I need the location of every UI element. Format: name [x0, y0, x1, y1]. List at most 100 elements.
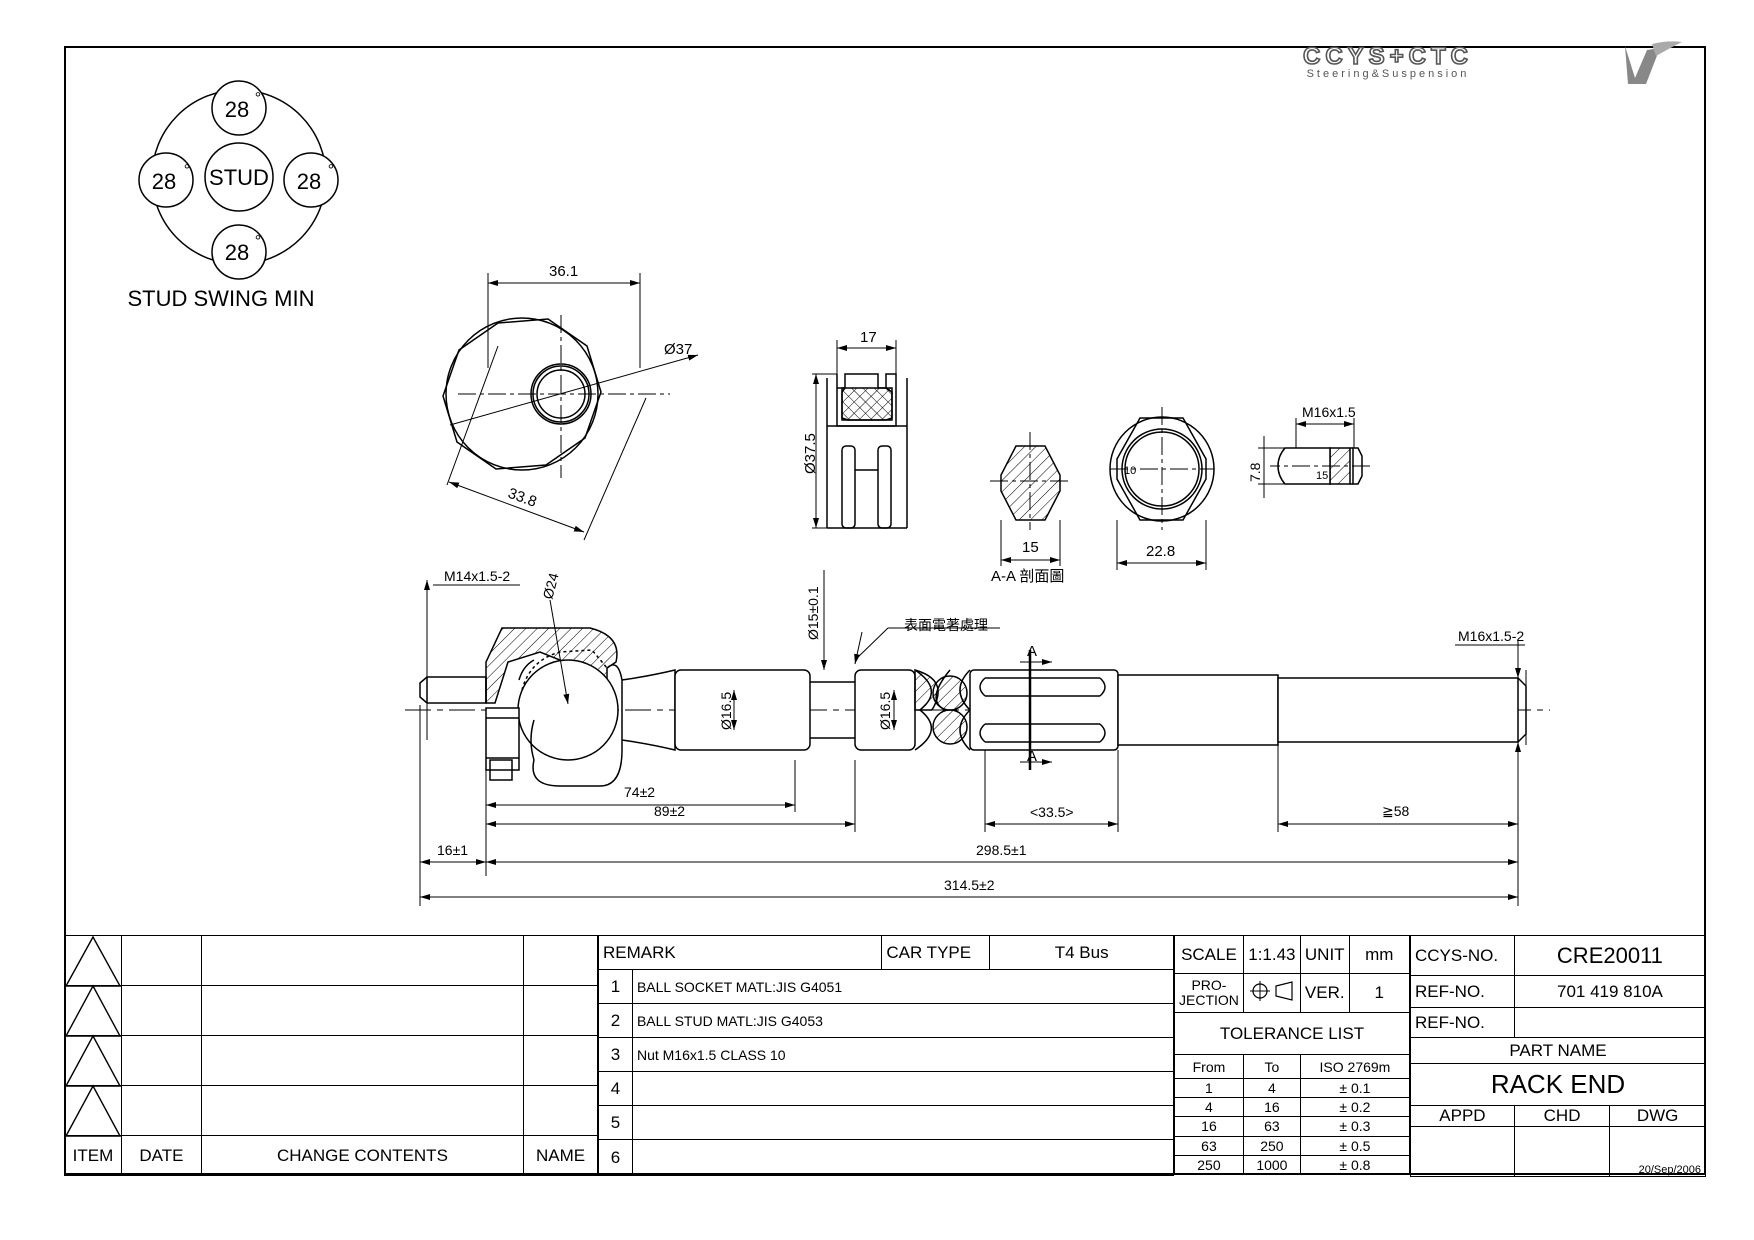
unit-value: mm [1348, 934, 1411, 975]
info-table: CCYS-NO. CRE20011 REF-NO. 701 419 810A R… [1410, 935, 1707, 1177]
rev-header-name: NAME [523, 1135, 598, 1176]
projection-label: PRO- JECTION [1174, 973, 1244, 1013]
dim-16: 16±1 [437, 842, 468, 858]
ccys-no-value: CRE20011 [1513, 935, 1707, 976]
ref-no-2-value [1513, 1007, 1707, 1038]
swing-labels: STUD 28 28 28 28 ° ° ° ° STUD SWING MIN [128, 90, 335, 311]
surface-note: 表面電著處理 [904, 617, 988, 633]
third-angle-projection-icon [1249, 980, 1293, 1001]
tol-header-to: To [1242, 1054, 1301, 1079]
dim-36-1: 36.1 [549, 263, 578, 280]
remark-num: 3 [598, 1037, 633, 1072]
tolerance-label: TOLERANCE LIST [1174, 1011, 1410, 1056]
seal-section-view [812, 340, 908, 529]
dim-15-small: 15 [1316, 470, 1328, 482]
drawing-date: 20/Sep/2006 [1609, 1126, 1706, 1177]
tol-from: 250 [1174, 1154, 1244, 1176]
remark-header: REMARK [597, 935, 883, 970]
logo-swoosh-icon [1652, 41, 1682, 56]
dim-33-8: 33.8 [506, 485, 539, 511]
dim-dia-16-5-a: Ø16.5 [718, 692, 734, 730]
ref-no-value: 701 419 810A [1513, 975, 1707, 1008]
tol-value: ± 0.8 [1299, 1154, 1411, 1176]
tol-from: 16 [1174, 1116, 1244, 1137]
nut-front-view [1109, 407, 1215, 570]
dim-15: 15 [1022, 539, 1039, 556]
dim-dia-15-tol: Ø15±0.1 [805, 586, 821, 640]
car-type-value: T4 Bus [989, 935, 1174, 970]
tol-from: 4 [1174, 1097, 1244, 1118]
tol-to: 1000 [1242, 1154, 1301, 1176]
unit-label: UNIT [1299, 934, 1350, 975]
section-mark-a-bottom: A [1027, 748, 1037, 765]
dim-314: 314.5±2 [944, 877, 995, 893]
remark-text: BALL STUD MATL:JIS G4053 [631, 1003, 1175, 1038]
dim-298: 298.5±1 [976, 842, 1027, 858]
logo-tagline: Steering&Suspension [1307, 68, 1470, 80]
revision-table: ITEM DATE CHANGE CONTENTS NAME [64, 935, 598, 1176]
deg-mark: ° [328, 162, 334, 179]
stud-swing-diagram [138, 80, 339, 280]
swing-right-circle [283, 152, 339, 208]
tol-from: 63 [1174, 1135, 1244, 1156]
tol-to: 63 [1242, 1116, 1301, 1137]
scale-value: 1:1.43 [1242, 934, 1301, 975]
socket-top-view [442, 273, 699, 541]
tol-from: 1 [1174, 1077, 1244, 1099]
dim-58: ≧58 [1382, 803, 1410, 819]
spec-table: SCALE 1:1.43 UNIT mm PRO- JECTION VER. 1… [1174, 934, 1411, 1176]
tol-header-iso: ISO 2769m [1299, 1054, 1411, 1079]
rev-header-contents: CHANGE CONTENTS [200, 1135, 525, 1176]
dim-17: 17 [860, 329, 877, 346]
swing-top-circle [211, 80, 267, 136]
tol-value: ± 0.2 [1299, 1097, 1411, 1118]
remark-text [631, 1105, 1175, 1140]
rack-end-assembly [405, 570, 1550, 906]
deg-mark: ° [255, 233, 261, 250]
swing-center-label: STUD [209, 165, 269, 190]
car-type-label: CAR TYPE [881, 935, 991, 970]
ref-no-label: REF-NO. [1410, 975, 1515, 1008]
tol-to: 250 [1242, 1135, 1301, 1156]
dim-dia-16-5-b: Ø16.5 [877, 692, 893, 730]
dim-m14: M14x1.5-2 [444, 568, 510, 584]
remark-text: BALL SOCKET MATL:JIS G4051 [631, 969, 1175, 1004]
remark-num: 5 [598, 1105, 633, 1140]
dim-89: 89±2 [654, 803, 685, 819]
remark-text [631, 1071, 1175, 1106]
swing-bottom-circle [211, 224, 267, 280]
ccys-no-label: CCYS-NO. [1410, 935, 1515, 976]
section-label: A-A 剖面圖 [991, 568, 1064, 585]
swing-bottom-label: 28 [225, 240, 249, 265]
section-a-a-view [990, 432, 1070, 566]
swing-right-label: 28 [297, 169, 321, 194]
rev-header-item: ITEM [64, 1135, 122, 1176]
remark-num: 4 [598, 1071, 633, 1106]
dim-7-8: 7.8 [1247, 462, 1263, 482]
logo-mark-icon [1625, 46, 1660, 84]
ver-label: VER. [1299, 973, 1350, 1013]
remark-num: 1 [598, 969, 633, 1004]
section-mark-a-top: A [1027, 643, 1037, 660]
swing-left-circle [138, 152, 194, 208]
swing-left-label: 28 [152, 169, 176, 194]
rev-header-date: DATE [120, 1135, 202, 1176]
remark-text: Nut M16x1.5 CLASS 10 [631, 1037, 1175, 1072]
logo-brand: CCYS+CTC [1303, 43, 1473, 70]
dim-dia-37: Ø37 [664, 341, 692, 358]
company-logo: CCYS+CTC Steering&Suspension [1302, 41, 1682, 84]
dim-33-5: <33.5> [1030, 804, 1074, 820]
part-name-value: RACK END [1410, 1063, 1706, 1106]
dwg-label: DWG [1609, 1105, 1706, 1127]
ref-no-2-label: REF-NO. [1410, 1007, 1515, 1038]
nut-side-view [1258, 418, 1370, 498]
dim-m16x1-5: M16x1.5 [1302, 404, 1356, 420]
dim-10: 10 [1124, 465, 1136, 477]
chd-label: CHD [1513, 1105, 1611, 1127]
remark-num: 6 [598, 1139, 633, 1176]
deg-mark: ° [255, 90, 261, 107]
dim-m16: M16x1.5-2 [1458, 628, 1524, 644]
projection-symbol [1242, 973, 1301, 1013]
deg-mark: ° [184, 162, 190, 179]
appd-label: APPD [1410, 1105, 1515, 1127]
